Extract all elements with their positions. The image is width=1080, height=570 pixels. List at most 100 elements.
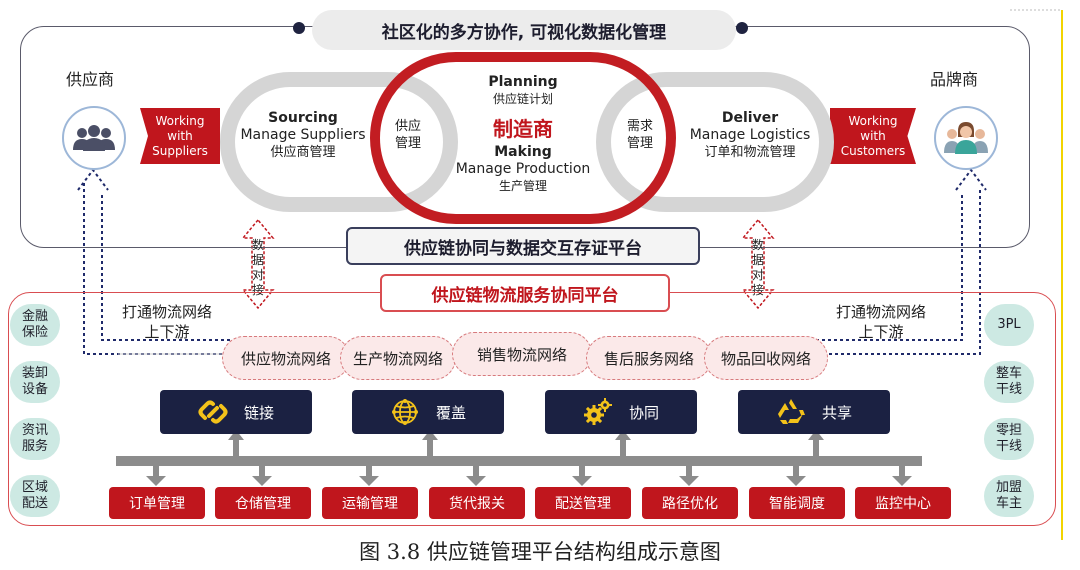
capability-link-label: 链接: [243, 403, 274, 422]
bus-bar: [116, 456, 922, 466]
brand-label: 品牌商: [930, 70, 979, 89]
globe-icon: [391, 399, 418, 425]
capability-sharing: 共享: [738, 390, 890, 434]
headline-left-dot: [293, 22, 305, 34]
capability-link: 链接: [160, 390, 312, 434]
supply-mgmt-line2: 管理: [394, 136, 421, 151]
supply-mgmt: 供应 管理: [388, 118, 428, 152]
supplier-circle: [62, 106, 126, 170]
making-title: Making: [494, 144, 552, 160]
capability-collaboration-label: 协同: [628, 403, 659, 422]
service-regional: 区域 配送: [10, 475, 60, 517]
capability-collaboration: 协同: [545, 390, 697, 434]
updown-right-line2: 上下游: [858, 323, 904, 341]
service-loading: 装卸 设备: [10, 361, 60, 403]
planning-block: Planning 供应链计划: [448, 74, 598, 108]
service-line: 零担: [995, 423, 1022, 438]
function-warehouse-mgmt: 仓储管理: [215, 487, 311, 519]
sourcing-block: Sourcing Manage Suppliers 供应商管理: [238, 110, 368, 161]
service-line: 3PL: [997, 317, 1021, 332]
making-cn: 生产管理: [498, 179, 547, 193]
network-recycling: 物品回收网络: [704, 336, 828, 380]
demand-mgmt: 需求 管理: [620, 118, 660, 152]
service-info: 资讯 服务: [10, 418, 60, 460]
planning-cn: 供应链计划: [492, 92, 553, 106]
service-line: 装卸: [21, 366, 48, 381]
capability-sharing-label: 共享: [821, 403, 852, 422]
function-smart-dispatch: 智能调度: [749, 487, 845, 519]
supply-mgmt-line1: 供应: [394, 119, 421, 134]
figure-caption: 图 3.8 供应链管理平台结构组成示意图: [359, 540, 721, 564]
brand-tag-line3: Customers: [840, 143, 906, 158]
service-line: 金融: [21, 309, 48, 324]
brand-tag-line2: with: [860, 128, 886, 143]
making-block: Making Manage Production 生产管理: [440, 144, 606, 195]
service-line: 配送: [21, 496, 48, 511]
data-link-char: 数: [251, 238, 264, 252]
data-link-char: 接: [751, 283, 764, 297]
making-subtitle: Manage Production: [455, 161, 591, 177]
left-loop-arrow: [83, 183, 232, 355]
service-finance: 金融 保险: [10, 304, 60, 346]
headline-right-dot: [736, 22, 748, 34]
platform-logistics-service: 供应链物流服务协同平台: [380, 274, 670, 312]
planning-title: Planning: [488, 74, 558, 90]
demand-mgmt-line2: 管理: [626, 136, 653, 151]
data-link-char: 据: [751, 253, 764, 267]
supplier-tag-line2: with: [167, 128, 193, 143]
service-line: 设备: [21, 382, 48, 397]
deliver-block: Deliver Manage Logistics 订单和物流管理: [682, 110, 818, 161]
demand-mgmt-line1: 需求: [626, 119, 653, 134]
manufacturer-title: 制造商: [493, 116, 553, 141]
supplier-tag-line1: Working: [155, 113, 205, 128]
function-distribution-mgmt: 配送管理: [535, 487, 631, 519]
data-link-char: 数: [751, 238, 764, 252]
updown-right: 打通物流网络 上下游: [826, 302, 936, 342]
brand-tag: Working with Customers: [830, 108, 916, 164]
updown-left: 打通物流网络 上下游: [112, 302, 222, 342]
platform-data-exchange: 供应链协同与数据交互存证平台: [346, 227, 700, 265]
deliver-title: Deliver: [721, 110, 779, 126]
people-group-icon: [73, 125, 115, 151]
data-link-arrow-left: [241, 218, 275, 310]
service-line: 干线: [995, 439, 1022, 454]
service-ftl: 整车 干线: [984, 361, 1034, 403]
network-production: 生产物流网络: [340, 336, 456, 380]
updown-left-line1: 打通物流网络: [121, 303, 212, 321]
service-line: 整车: [995, 366, 1022, 381]
capability-coverage: 覆盖: [352, 390, 504, 434]
headline: 社区化的多方协作, 可视化数据化管理: [312, 10, 736, 50]
link-icon: [198, 400, 228, 424]
service-line: 区域: [21, 480, 48, 495]
function-freight-customs: 货代报关: [429, 487, 525, 519]
network-sales: 销售物流网络: [452, 332, 592, 376]
data-link-char: 对: [751, 268, 764, 282]
sourcing-cn: 供应商管理: [270, 145, 336, 160]
network-after-sales: 售后服务网络: [586, 336, 712, 380]
data-link-label-left: 数 据 对 接: [250, 238, 266, 298]
gears-icon: [583, 398, 612, 425]
service-line: 保险: [21, 325, 48, 340]
service-line: 车主: [995, 496, 1022, 511]
supplier-label: 供应商: [66, 70, 115, 89]
supplier-tag-line3: Suppliers: [152, 143, 208, 158]
sourcing-subtitle: Manage Suppliers: [240, 127, 366, 143]
service-line: 资讯: [21, 423, 48, 438]
data-link-label-right: 数 据 对 接: [750, 238, 766, 298]
service-line: 服务: [21, 439, 48, 454]
data-link-char: 据: [251, 253, 264, 267]
manufacturer-ring: [370, 52, 676, 224]
function-order-mgmt: 订单管理: [109, 487, 205, 519]
brand-circle: [934, 106, 998, 170]
service-3pl: 3PL: [984, 304, 1034, 346]
network-supply: 供应物流网络: [222, 336, 350, 380]
customer-group-icon: [944, 122, 988, 154]
supplier-tag: Working with Suppliers: [140, 108, 220, 164]
service-franchise: 加盟 车主: [984, 475, 1034, 517]
recycle-icon: [777, 399, 805, 424]
updown-right-line1: 打通物流网络: [835, 303, 926, 321]
deliver-subtitle: Manage Logistics: [689, 127, 811, 143]
function-monitoring-center: 监控中心: [855, 487, 951, 519]
updown-left-line2: 上下游: [144, 323, 190, 341]
